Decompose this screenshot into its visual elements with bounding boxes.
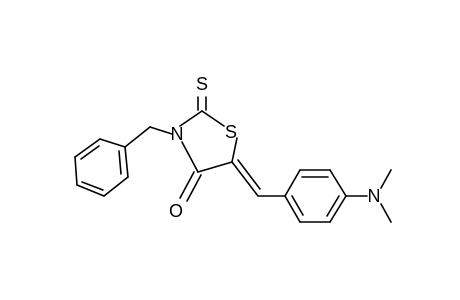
thiazolidinone-ring [179,110,238,173]
bond [124,146,129,178]
n-methyl-bond [380,169,392,189]
ring-sulfur-label: S [225,122,237,142]
benzyl-phenyl-ring [74,138,129,197]
bond [284,195,301,223]
ch2-n-bond [149,126,173,135]
carbonyl-double-bond [186,174,202,202]
bond [231,137,238,163]
exocyclic-double-bond [237,159,261,190]
bond [74,138,101,158]
exocyclic-double-bond [231,161,259,197]
carbonyl-oxygen-label: O [169,201,183,221]
bond [201,110,225,127]
ring-nitrogen-label: N [171,124,184,144]
bond [74,156,78,186]
bond [329,195,347,223]
bond-inner [81,181,104,191]
bond-inner [80,145,100,160]
bond [76,184,105,197]
amine-nitrogen-label: N [368,186,381,206]
carbonyl-double-bond [179,171,195,199]
bond [197,161,233,173]
bond-inner [326,195,340,217]
n-methyl-bond [380,203,392,223]
bond-inner [291,195,304,216]
bond [181,141,199,173]
thione-sulfur-label: S [196,74,208,94]
bond [329,169,347,197]
bond [99,138,126,148]
bond [284,169,301,197]
bond [103,176,129,197]
bond-inner [118,150,122,175]
dimethylaminophenyl-ring [284,169,347,223]
benzyl-ch2-bond [124,126,151,148]
bond [179,110,203,127]
